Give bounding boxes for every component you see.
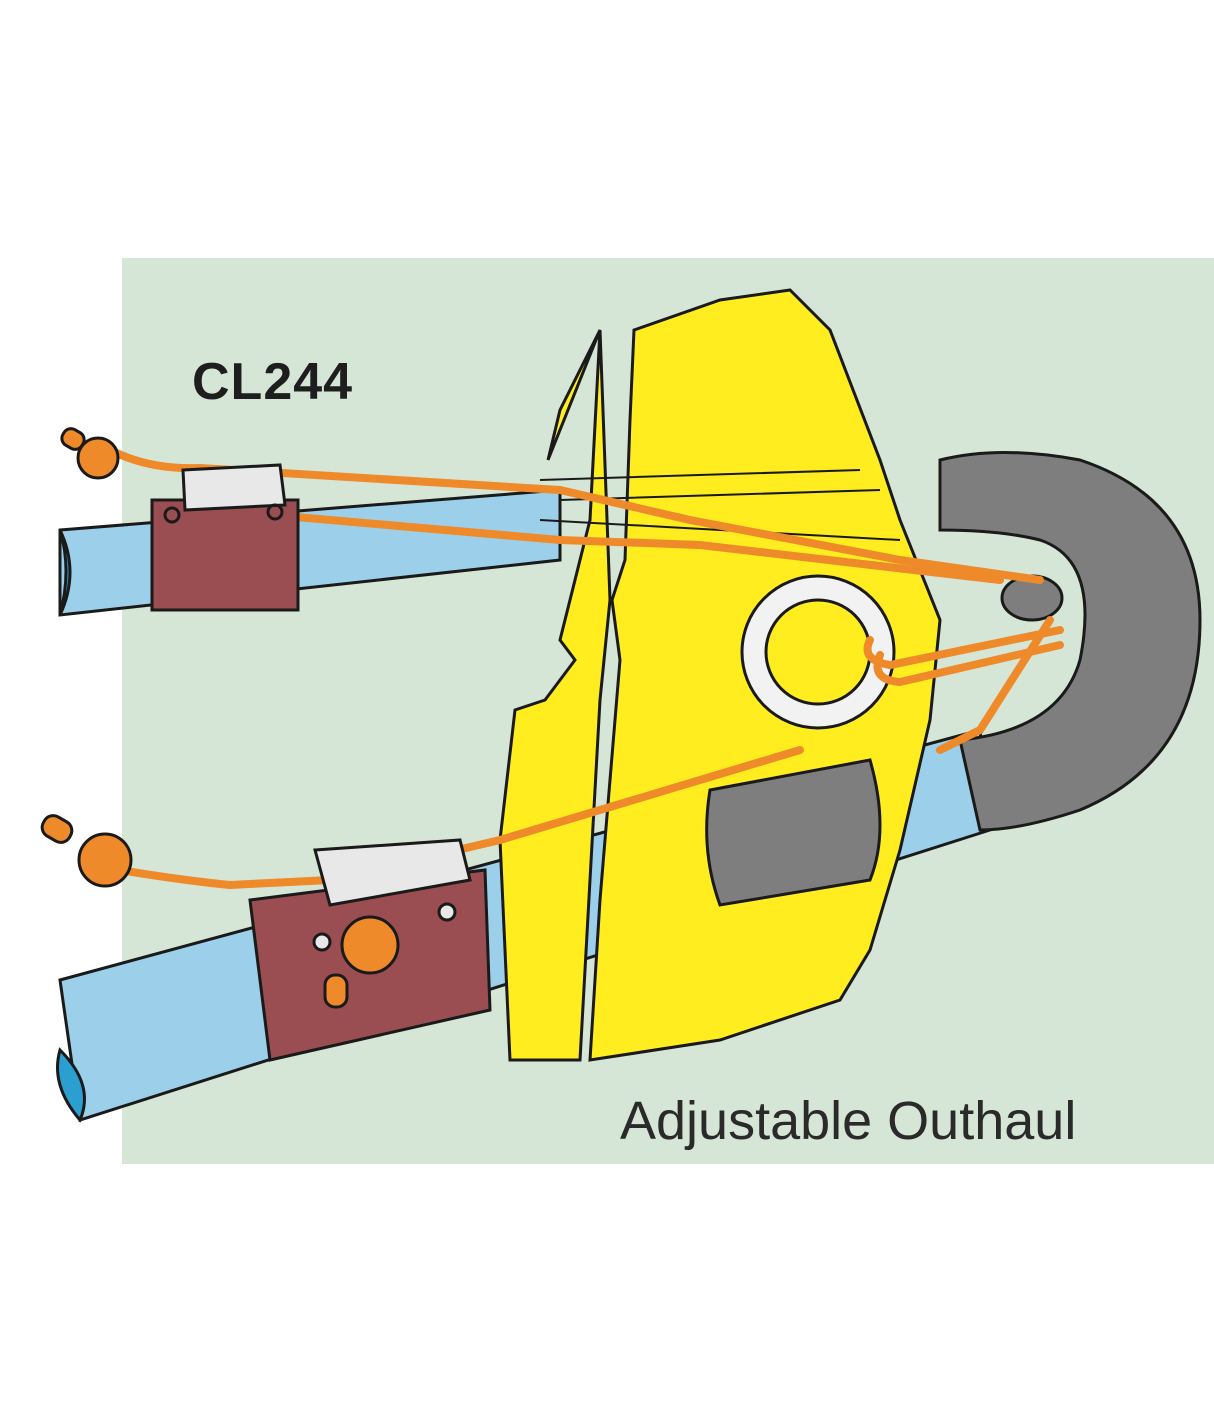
screw-icon	[437, 902, 457, 922]
screw-icon	[163, 506, 181, 524]
rope-knot-icon	[60, 427, 120, 480]
boom-end-cap	[705, 451, 1202, 907]
upper-cleat-jaw	[181, 463, 287, 512]
sail-grommet	[740, 574, 896, 730]
sail-left-piece	[498, 329, 612, 1062]
outhaul-rope	[106, 446, 1064, 890]
upper-cleat-base	[150, 498, 300, 612]
rope-knot-icon	[40, 814, 133, 888]
lower-cleat-jaw	[313, 838, 472, 907]
screw-icon	[266, 503, 284, 521]
diagram-caption: Adjustable Outhaul	[620, 1091, 1077, 1151]
upper-cleat	[150, 463, 300, 612]
boom-collar	[705, 758, 882, 907]
product-code-label: CL244	[192, 353, 354, 411]
screw-icon	[312, 932, 332, 952]
rope-knot-icon	[323, 915, 400, 1009]
